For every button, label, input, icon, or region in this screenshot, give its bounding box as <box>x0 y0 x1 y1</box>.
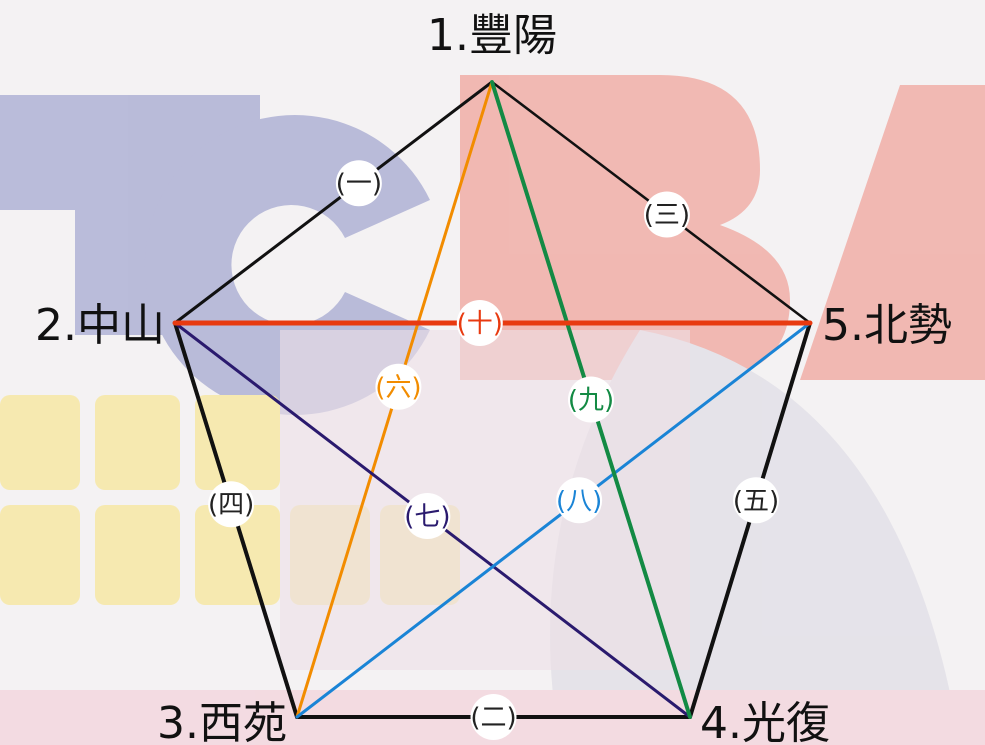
node-label-4: 4.光復 <box>700 698 830 745</box>
watermark-logo-a <box>800 85 985 380</box>
node-label-5: 5.北勢 <box>822 300 952 351</box>
edge-label-2-5: (十) <box>457 300 503 346</box>
node-label-1: 1.豐陽 <box>427 10 557 61</box>
edge-label-text: (五) <box>733 486 779 516</box>
edge-label-text: (九) <box>568 386 614 416</box>
edge-label-badge <box>404 493 451 540</box>
edge-label-text: (四) <box>208 490 254 520</box>
node-label-3: 3.西苑 <box>157 698 287 745</box>
edge-label-text: (二) <box>470 703 516 733</box>
edge-label-2-3: (四) <box>208 481 255 528</box>
edge-label-4-5: (五) <box>733 477 779 524</box>
edge-label-badge <box>556 477 603 524</box>
edge-label-badge <box>456 300 503 346</box>
edge-1-2 <box>173 80 494 325</box>
nodes: 1.豐陽 2.中山 3.西苑 4.光復 5.北勢 <box>35 10 952 745</box>
edge-label-badge <box>643 191 690 238</box>
node-label-2: 2.中山 <box>35 300 165 351</box>
edge-label-2-4: (七) <box>404 493 451 540</box>
edge-label-badge <box>208 481 255 528</box>
edge-3-5 <box>295 321 812 719</box>
edge-label-text: (一) <box>336 169 382 199</box>
watermark-yellow-text <box>0 395 460 605</box>
edge-label-badge <box>470 694 517 740</box>
edge-label-text: (七) <box>404 502 450 532</box>
edge-label-3-5: (八) <box>556 477 603 524</box>
edge-label-text: (八) <box>556 486 602 516</box>
edge-label-1-5: (三) <box>643 191 690 238</box>
edges <box>172 80 813 719</box>
edge-label-text: (三) <box>644 201 690 231</box>
edge-label-1-2: (一) <box>335 160 382 207</box>
edge-label-badge <box>335 160 382 207</box>
edge-labels: (一) (二) (三) (四) (五) (六) (七) (八) (九) (十) <box>208 160 779 740</box>
edge-label-badge <box>733 477 779 524</box>
edge-label-1-3: (六) <box>375 363 422 410</box>
edge-label-1-4: (九) <box>568 376 614 423</box>
edge-label-3-4: (二) <box>470 694 517 740</box>
edge-label-badge <box>568 376 614 423</box>
edge-label-badge <box>375 363 422 410</box>
watermark-logo-b <box>460 75 790 380</box>
edge-label-text: (六) <box>375 373 421 403</box>
edge-label-text: (十) <box>457 309 503 339</box>
